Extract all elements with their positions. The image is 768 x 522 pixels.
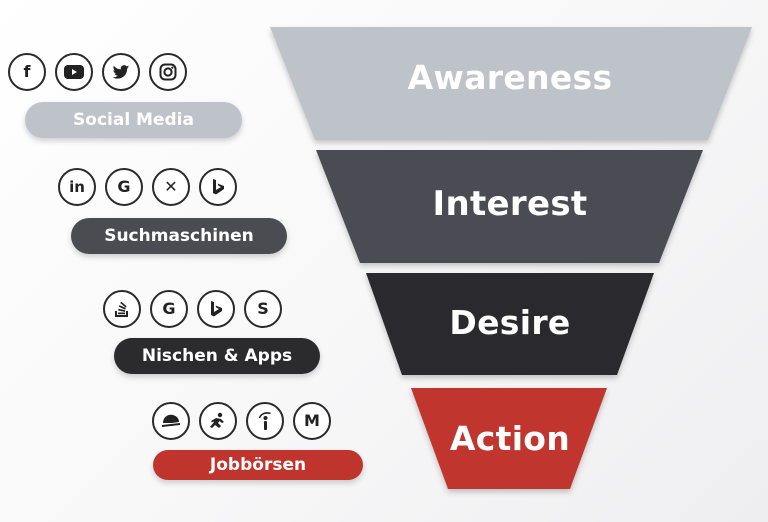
monster-icon[interactable]: M <box>293 402 331 440</box>
stage-label-awareness: Awareness <box>407 58 613 97</box>
linkedin-glyph: in <box>69 177 85 196</box>
google-icon[interactable]: G <box>105 168 143 206</box>
stackoverflow-icon[interactable] <box>103 290 141 328</box>
xing-icon[interactable]: ✕ <box>152 168 190 206</box>
funnel-stage-desire <box>366 273 654 375</box>
social-media-icons: f <box>8 53 187 91</box>
scribd-icon[interactable]: S <box>244 290 282 328</box>
niche-apps-icons: G S <box>103 290 282 328</box>
job-boards-label: Jobbörsen <box>153 450 363 480</box>
youtube-icon[interactable] <box>55 53 93 91</box>
indeed-icon[interactable] <box>246 402 284 440</box>
scribd-glyph: S <box>257 299 269 318</box>
facebook-glyph: f <box>23 62 31 81</box>
google-icon[interactable]: G <box>150 290 188 328</box>
funnel-stage-awareness <box>270 27 752 140</box>
bing-icon[interactable] <box>197 290 235 328</box>
job-board-icons: M <box>152 402 331 440</box>
funnel-stage-action <box>411 388 607 489</box>
search-engines-label: Suchmaschinen <box>71 218 287 254</box>
stage-label-interest: Interest <box>432 184 588 224</box>
jobrunner-icon[interactable] <box>199 402 237 440</box>
social-media-label: Social Media <box>25 102 242 138</box>
google-glyph: G <box>117 177 131 196</box>
twitter-icon[interactable] <box>102 53 140 91</box>
xing-glyph: ✕ <box>164 177 178 196</box>
stage-label-action: Action <box>449 419 571 458</box>
funnel-stage-interest <box>316 150 703 263</box>
stage-label-desire: Desire <box>449 303 571 342</box>
stepstone-icon[interactable] <box>152 402 190 440</box>
google-glyph: G <box>162 299 176 318</box>
bing-icon[interactable] <box>199 168 237 206</box>
monster-glyph: M <box>304 411 320 430</box>
niche-apps-label: Nischen & Apps <box>114 338 320 374</box>
search-engine-icons: in G ✕ <box>58 168 237 206</box>
facebook-icon[interactable]: f <box>8 53 46 91</box>
linkedin-icon[interactable]: in <box>58 168 96 206</box>
instagram-icon[interactable] <box>149 53 187 91</box>
